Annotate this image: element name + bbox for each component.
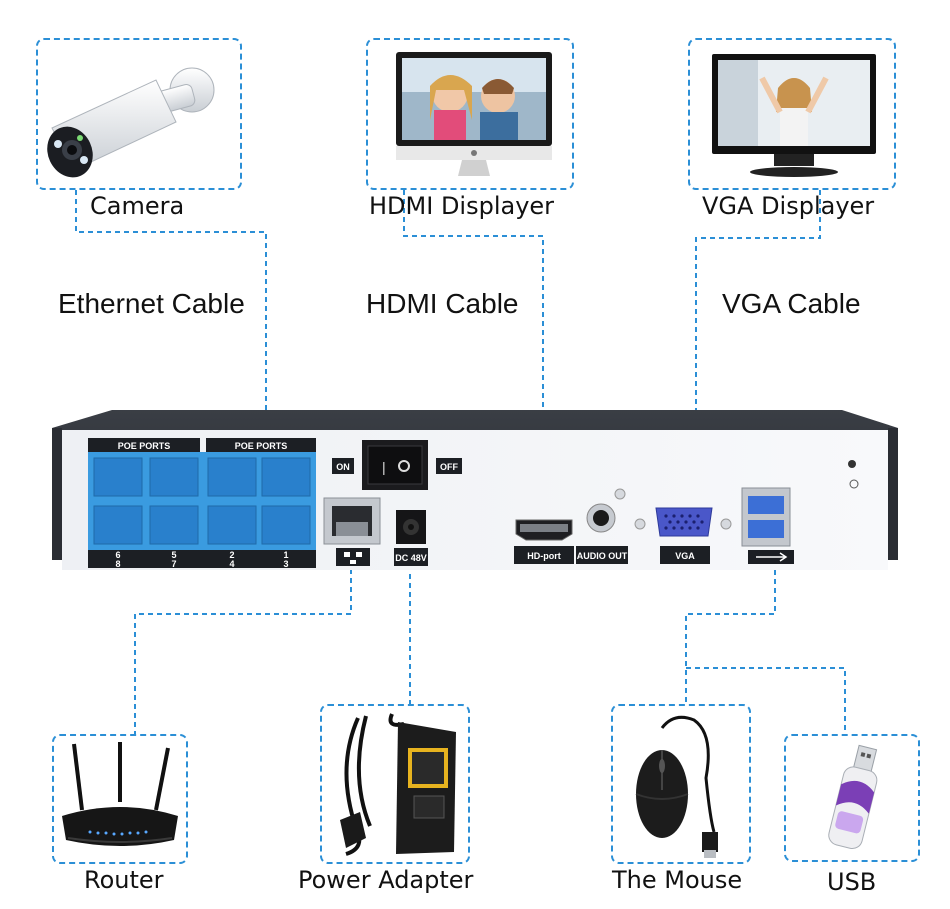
power-adapter-icon <box>340 713 456 856</box>
port-num-7: 7 <box>171 559 176 569</box>
poe-header-left <box>88 438 200 452</box>
vga-cable-label: VGA Cable <box>722 288 861 319</box>
mouse-wire <box>685 552 776 704</box>
mouse-icon <box>635 715 718 858</box>
poe-ports-left-text: POE PORTS <box>118 441 171 451</box>
camera-label: Camera <box>90 192 185 220</box>
audio-port <box>593 510 609 526</box>
poe-port-3 <box>261 505 311 545</box>
usb-wire <box>686 667 846 734</box>
vga-monitor-icon <box>712 54 876 177</box>
hdmi-wire <box>403 190 544 524</box>
vga-wire <box>695 190 821 514</box>
switch-on-text: ON <box>336 462 350 472</box>
router-icon <box>62 742 178 846</box>
nvr-rear-panel: POE PORTS POE PORTS 6 5 2 1 8 7 4 3 ON |… <box>52 410 898 570</box>
audio-out-text: AUDIO OUT <box>577 551 628 561</box>
port-num-3: 3 <box>283 559 288 569</box>
vga-display-label: VGA Displayer <box>702 192 875 220</box>
switch-off-text: OFF <box>440 462 458 472</box>
usb-label: USB <box>827 868 877 896</box>
port-num-2: 2 <box>229 550 234 560</box>
usb-drive-icon <box>828 744 878 850</box>
port-num-8: 8 <box>115 559 120 569</box>
poe-port-5 <box>149 457 199 497</box>
poe-header-right <box>206 438 316 452</box>
on-label-bg <box>332 458 354 474</box>
ethernet-wire <box>75 190 267 466</box>
poe-port-6 <box>93 457 143 497</box>
poe-number-strip <box>88 550 316 568</box>
power-adapter-label: Power Adapter <box>298 866 474 894</box>
poe-port-1 <box>261 457 311 497</box>
poe-port-4 <box>207 505 257 545</box>
poe-port-7 <box>149 505 199 545</box>
hdmi-display-label: HDMI Displayer <box>369 192 555 220</box>
ground-screw <box>848 460 856 468</box>
hdmi-monitor-icon <box>396 52 552 176</box>
port-num-1: 1 <box>283 550 288 560</box>
port-num-6: 6 <box>115 550 120 560</box>
vga-port-text: VGA <box>675 551 695 561</box>
poe-ports-right-text: POE PORTS <box>235 441 288 451</box>
hdmi-cable-label: HDMI Cable <box>366 288 519 319</box>
router-wire <box>134 560 352 734</box>
router-label: Router <box>84 866 164 894</box>
hd-port-text: HD-port <box>527 551 561 561</box>
off-label-bg <box>436 458 462 474</box>
dc-48v-text: DC 48V <box>395 553 427 563</box>
ethernet-cable-label: Ethernet Cable <box>58 288 245 319</box>
camera-icon <box>47 67 215 178</box>
svg-text:|: | <box>382 459 386 475</box>
poe-port-2 <box>207 457 257 497</box>
port-num-4: 4 <box>229 559 234 569</box>
mouse-label: The Mouse <box>612 866 743 894</box>
poe-port-8 <box>93 505 143 545</box>
port-num-5: 5 <box>171 550 176 560</box>
